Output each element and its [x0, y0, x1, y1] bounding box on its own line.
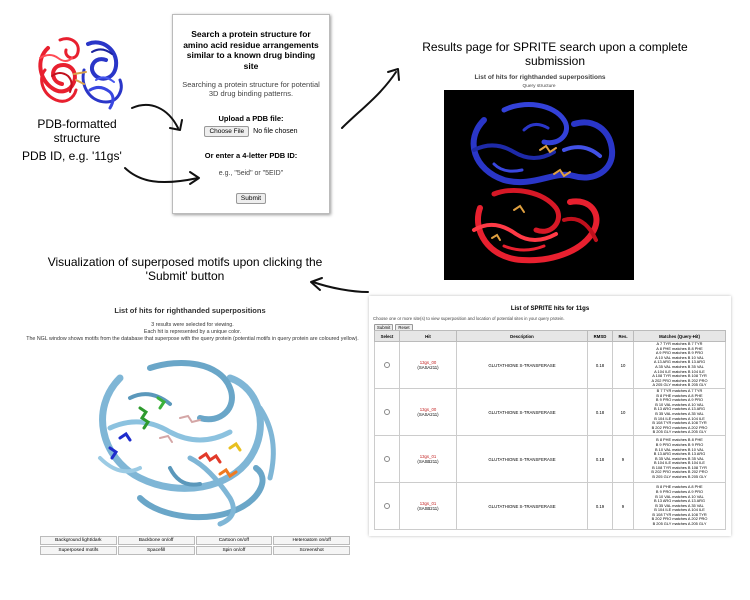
pdb-id-label: PDB ID, e.g. '11gs' — [22, 149, 122, 163]
backbone-toggle-button[interactable]: Backbone on/off — [117, 536, 195, 545]
superposed-motifs-button[interactable]: Superposed motifs — [40, 546, 117, 555]
search-form-title: Search a protein structure for amino aci… — [183, 29, 319, 71]
col-rmsd: RMSD — [587, 330, 613, 342]
hit-res: 10 — [612, 341, 634, 389]
hit-rmsd: 0.18 — [587, 388, 613, 436]
screenshot-button[interactable]: Screenshot — [273, 546, 350, 555]
query-structure-image — [470, 102, 616, 264]
table-row: 13gs_00(SASA211) GLUTATHIONE S-TRANSFERA… — [374, 388, 726, 436]
hit-res: 9 — [612, 482, 634, 530]
arrow-to-results — [341, 71, 397, 129]
col-res: Res. — [612, 330, 634, 342]
col-matches: Matches (Query-Hit) — [633, 330, 726, 342]
row-select-radio[interactable] — [384, 361, 390, 368]
col-select: Select — [374, 330, 400, 342]
hit-matches: B 8 PHE matches B 8 PHE B 9 PRO matches … — [651, 437, 708, 480]
table-row: 13gs_00(SASA211) GLUTATHIONE S-TRANSFERA… — [374, 341, 726, 389]
viz-button-grid: Background light/dark Backbone on/off Ca… — [40, 536, 350, 555]
arrow-to-visualization — [312, 281, 369, 293]
background-toggle-button[interactable]: Background light/dark — [40, 536, 117, 545]
viz-panel-title: List of hits for righthanded superpositi… — [114, 306, 266, 315]
pdb-id-input[interactable]: e.g., "5eid" or "5EID" — [218, 170, 284, 177]
hit-rmsd: 0.18 — [587, 435, 613, 483]
hit-sub: (SASB211) — [417, 506, 439, 511]
results-page-title: List of hits for righthanded superpositi… — [474, 74, 606, 81]
table-row: 13gs_01(SASB211) GLUTATHIONE S-TRANSFERA… — [374, 435, 726, 483]
hit-rmsd: 0.19 — [587, 482, 613, 530]
hits-panel: List of SPRITE hits for 11gs Choose one … — [369, 296, 731, 536]
hit-res: 10 — [612, 388, 634, 436]
arrow-to-pdb-id — [124, 167, 199, 184]
viz-info-line-3: The NGL window shows motifs from the dat… — [26, 336, 359, 342]
hit-matches: B 7 TYR matches A 7 TYR B 8 PHE matches … — [651, 388, 708, 435]
results-caption: Results page for SPRITE search upon a co… — [422, 40, 688, 68]
hit-rmsd: 0.18 — [587, 341, 613, 389]
row-select-radio[interactable] — [384, 455, 390, 462]
hit-description: GLUTATHIONE S-TRANSFERASE — [456, 388, 588, 436]
hit-description: GLUTATHIONE S-TRANSFERASE — [456, 341, 588, 389]
query-structure-viewer[interactable] — [444, 90, 634, 280]
pdb-id-field-label: Or enter a 4-letter PDB ID: — [204, 151, 298, 160]
viz-info-line-1: 3 results were selected for viewing. — [151, 322, 234, 328]
spin-toggle-button[interactable]: Spin on/off — [195, 546, 273, 555]
upload-label: Upload a PDB file: — [218, 114, 284, 123]
hit-link[interactable]: 13gs_00 — [419, 360, 437, 365]
row-select-radio[interactable] — [384, 408, 390, 415]
spacefill-button[interactable]: Spacefill — [117, 546, 195, 555]
hit-matches: B 8 PHE matches A 8 PHE B 9 PRO matches … — [651, 484, 708, 527]
hit-sub: (SASA211) — [417, 412, 439, 417]
row-select-radio[interactable] — [384, 502, 390, 509]
submit-button[interactable]: Submit — [235, 193, 267, 204]
ngl-viewer[interactable] — [80, 348, 300, 533]
choose-file-button[interactable]: Choose File — [204, 126, 250, 137]
hits-table: Select Hit Description RMSD Res. Matches… — [374, 330, 726, 530]
query-structure-label: Query structure — [522, 84, 556, 89]
hit-res: 9 — [612, 435, 634, 483]
hit-sub: (SASA211) — [417, 365, 439, 370]
heteroatom-toggle-button[interactable]: Heteroatom on/off — [273, 536, 350, 545]
hit-link[interactable]: 13gs_01 — [419, 501, 437, 506]
viz-info-line-2: Each hit is represented by a unique colo… — [143, 329, 242, 335]
hit-description: GLUTATHIONE S-TRANSFERASE — [456, 435, 588, 483]
search-form-subtitle: Searching a protein structure for potent… — [182, 80, 320, 98]
cartoon-toggle-button[interactable]: Cartoon on/off — [195, 536, 273, 545]
hit-link[interactable]: 13gs_01 — [419, 454, 437, 459]
hits-panel-title: List of SPRITE hits for 11gs — [510, 306, 590, 312]
pdb-structure-image — [38, 37, 123, 110]
hit-description: GLUTATHIONE S-TRANSFERASE — [456, 482, 588, 530]
superposed-motifs-image — [98, 359, 276, 527]
hit-matches: A 7 TYR matches B 7 TYR A 8 PHE matches … — [651, 341, 708, 388]
arrow-to-upload — [131, 103, 179, 129]
viz-caption: Visualization of superposed motifs upon … — [47, 255, 323, 283]
no-file-text: No file chosen — [253, 128, 298, 135]
hits-instructions: Choose one or more site(s) to view super… — [373, 316, 565, 321]
col-description: Description — [456, 330, 588, 342]
viz-info-text: 3 results were selected for viewing. Eac… — [20, 322, 365, 343]
col-hit: Hit — [399, 330, 457, 342]
hit-link[interactable]: 13gs_00 — [419, 407, 437, 412]
pdb-formatted-label: PDB-formatted structure — [37, 117, 117, 145]
search-form-panel: Search a protein structure for amino aci… — [172, 14, 330, 214]
table-row: 13gs_01(SASB211) GLUTATHIONE S-TRANSFERA… — [374, 482, 726, 530]
hit-sub: (SASB211) — [417, 459, 439, 464]
